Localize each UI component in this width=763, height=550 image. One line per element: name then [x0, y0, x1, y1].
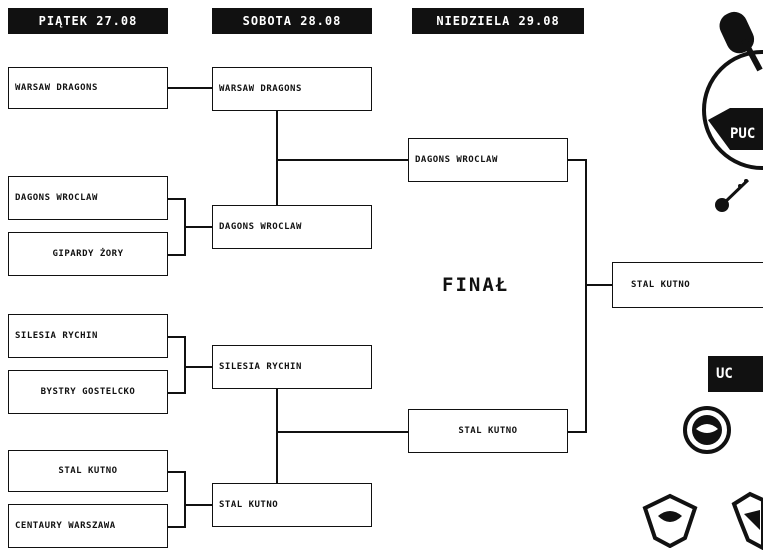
connector	[568, 159, 586, 161]
team-box-semi-2: STAL KUTNO	[408, 409, 568, 453]
header-day-1: PIĄTEK 27.08	[8, 8, 168, 34]
connector	[168, 471, 185, 473]
connector	[168, 336, 185, 338]
team-box-final: STAL KUTNO	[612, 262, 763, 308]
connector	[168, 526, 185, 528]
tournament-logo: PUC	[702, 11, 763, 212]
team-box-r2-3: SILESIA RYCHIN	[212, 345, 372, 389]
connector	[184, 366, 212, 368]
team-box-r2-2: DAGONS WROCLAW	[212, 205, 372, 249]
team-box-r2-4: STAL KUTNO	[212, 483, 372, 527]
team-box-r1-6: STAL KUTNO	[8, 450, 168, 492]
team-box-semi-1: DAGONS WROCLAW	[408, 138, 568, 182]
team-logo-bird	[731, 491, 763, 550]
connector	[184, 226, 212, 228]
team-logo-round	[683, 406, 731, 454]
connector	[585, 284, 612, 286]
connector	[585, 159, 587, 433]
header-day-2: SOBOTA 28.08	[212, 8, 372, 34]
team-box-r1-3: GIPARDY ŻORY	[8, 232, 168, 276]
connector	[276, 389, 278, 483]
connector	[168, 87, 212, 89]
connector	[168, 392, 185, 394]
team-box-r2-1: WARSAW DRAGONS	[212, 67, 372, 111]
connector	[168, 198, 185, 200]
side-tag: UC	[708, 356, 763, 392]
team-box-r1-1: WARSAW DRAGONS	[8, 67, 168, 109]
connector	[276, 159, 408, 161]
connector	[168, 254, 185, 256]
connector	[184, 336, 186, 394]
connector	[568, 431, 586, 433]
team-logo-dragon	[642, 493, 698, 548]
team-box-r1-7: CENTAURY WARSZAWA	[8, 504, 168, 548]
team-box-r1-5: BYSTRY GOSTELCKO	[8, 370, 168, 414]
team-box-r1-4: SILESIA RYCHIN	[8, 314, 168, 358]
team-box-r1-2: DAGONS WROCLAW	[8, 176, 168, 220]
connector	[184, 471, 186, 528]
connector	[184, 504, 212, 506]
svg-text:PUC: PUC	[730, 126, 755, 142]
connector	[276, 111, 278, 205]
header-day-3: NIEDZIELA 29.08	[412, 8, 584, 34]
connector	[276, 431, 408, 433]
final-label: FINAŁ	[442, 274, 510, 296]
